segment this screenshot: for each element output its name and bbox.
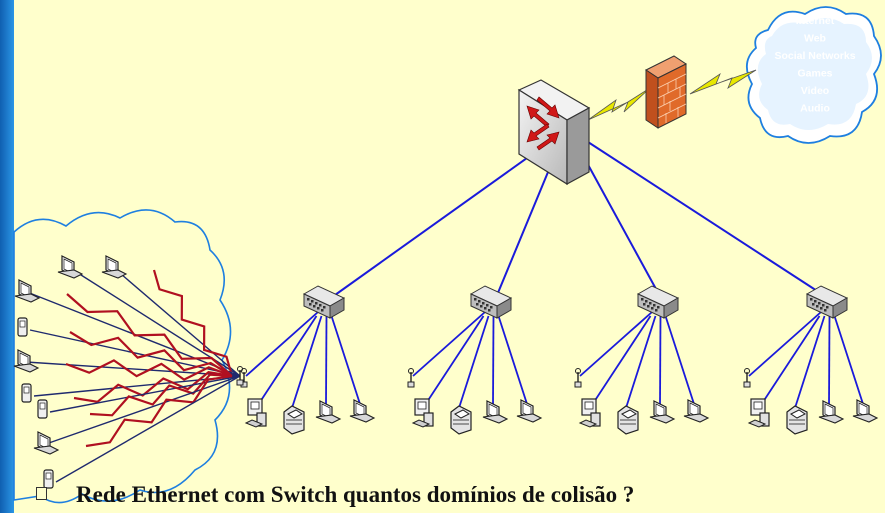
cloud-label-line: Audio [800, 103, 830, 115]
laptop-icon [101, 255, 127, 279]
access-link-line [659, 315, 662, 406]
router-switch-icon [517, 79, 591, 186]
wireless-link-line [49, 375, 241, 413]
wireless-signal-bolt [89, 373, 233, 417]
wireless-links [25, 267, 241, 483]
uplink-line [327, 147, 542, 301]
hub-icon [637, 285, 679, 319]
printer-icon [617, 405, 639, 435]
laptop-icon [57, 255, 83, 279]
mobile-phone-icon [17, 317, 28, 337]
wireless-link-line [55, 375, 241, 483]
laptop-icon [315, 400, 341, 424]
cloud-label-line: Web [804, 33, 826, 45]
laptop-icon [683, 399, 709, 423]
access-link-line [497, 315, 528, 405]
desktop-pc-icon [579, 398, 601, 428]
access-link-line [291, 315, 323, 409]
access-layer [240, 285, 878, 435]
antenna-icon [407, 367, 415, 388]
bullet-marker [36, 487, 47, 500]
uplink-line [579, 149, 663, 301]
ap-link-line [748, 311, 822, 377]
access-link-line [664, 315, 695, 405]
desktop-pc-icon [412, 398, 434, 428]
cloud-label-line: Internet [796, 15, 835, 27]
slide-caption: Rede Ethernet com Switch quantos domínio… [76, 482, 635, 507]
wireless-cloud [13, 209, 232, 504]
mobile-phone-icon [37, 399, 48, 419]
uplink-line [494, 159, 554, 301]
access-link-line [794, 315, 826, 409]
ap-link-line [579, 311, 653, 377]
firewall-icon [645, 55, 687, 129]
antenna-icon [574, 367, 582, 388]
antenna-icon [743, 367, 751, 388]
wan-link-lightning-1 [587, 87, 651, 121]
cloud-label-line: Social Networks [774, 50, 855, 62]
hub-icon [470, 285, 512, 319]
wireless-signal-bolt [152, 269, 234, 377]
mobile-phone-icon [21, 383, 32, 403]
laptop-icon [349, 399, 375, 423]
laptop-icon [13, 349, 39, 373]
printer-icon [450, 405, 472, 435]
mobile-phone-icon [43, 469, 54, 489]
laptop-icon [14, 279, 40, 303]
wireless-signal-bolt [66, 293, 233, 377]
hub-icon [303, 285, 345, 319]
hub-icon [806, 285, 848, 319]
printer-icon [786, 405, 808, 435]
access-link-line [625, 315, 657, 409]
access-link-line [591, 315, 652, 406]
laptop-icon [482, 400, 508, 424]
wireless-link-line [25, 361, 241, 377]
laptop-icon [649, 400, 675, 424]
wireless-signal-bolt [73, 371, 233, 403]
laptop-icon [818, 400, 844, 424]
access-link-line [330, 315, 361, 405]
wireless-link-line [45, 375, 241, 445]
wired-links [245, 141, 864, 409]
wireless-link-line [113, 267, 241, 377]
wireless-signal-bolt [85, 374, 233, 448]
wan-link-lightning-2 [689, 69, 757, 95]
uplink-line [587, 141, 832, 301]
access-link-line [257, 315, 318, 406]
access-link-line [492, 315, 495, 406]
desktop-pc-icon [245, 398, 267, 428]
access-link-line [325, 315, 328, 406]
ap-link-line [412, 311, 486, 377]
access-link-line [760, 315, 821, 406]
access-link-line [458, 315, 490, 409]
left-accent-stripe [0, 0, 14, 513]
ap-link-line [245, 311, 319, 377]
access-link-line [828, 315, 831, 406]
wireless-signal-bolt [65, 359, 233, 381]
access-link-line [424, 315, 485, 406]
laptop-icon [516, 399, 542, 423]
cloud-label-line: Video [801, 85, 829, 97]
printer-icon [283, 405, 305, 435]
access-link-line [833, 315, 864, 405]
laptop-icon [33, 431, 59, 455]
laptop-icon [852, 399, 878, 423]
desktop-pc-icon [748, 398, 770, 428]
wireless-signal-bolt [69, 331, 233, 377]
cloud-label-line: Games [797, 68, 832, 80]
